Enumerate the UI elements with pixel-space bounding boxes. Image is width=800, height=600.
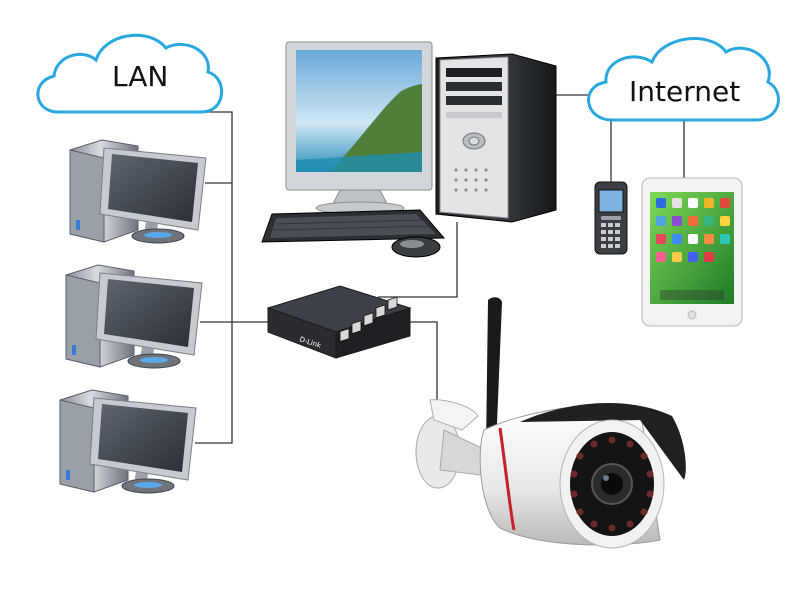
ip-camera-icon — [415, 297, 686, 549]
ir-led-ring — [570, 436, 654, 532]
internet-cloud-label: Internet — [629, 75, 741, 108]
wire-switch-desktop — [378, 222, 458, 298]
lan-pc-icon — [69, 139, 207, 244]
lan-cloud-icon — [36, 33, 224, 114]
mobile-phone-icon — [594, 181, 628, 255]
tablet-app-icons — [656, 198, 730, 300]
lan-bus-wire — [195, 111, 233, 444]
lan-pc-icon — [59, 389, 197, 494]
network-switch-icon: D-Link — [266, 285, 412, 359]
wire-switch-camera — [405, 321, 438, 418]
internet-cloud-icon — [587, 37, 780, 122]
tablet-icon — [641, 177, 743, 327]
lan-pc-icon — [65, 264, 203, 369]
lan-cloud-label: LAN — [112, 60, 169, 93]
network-wires — [195, 94, 685, 444]
desktop-computer-icon — [261, 41, 557, 258]
